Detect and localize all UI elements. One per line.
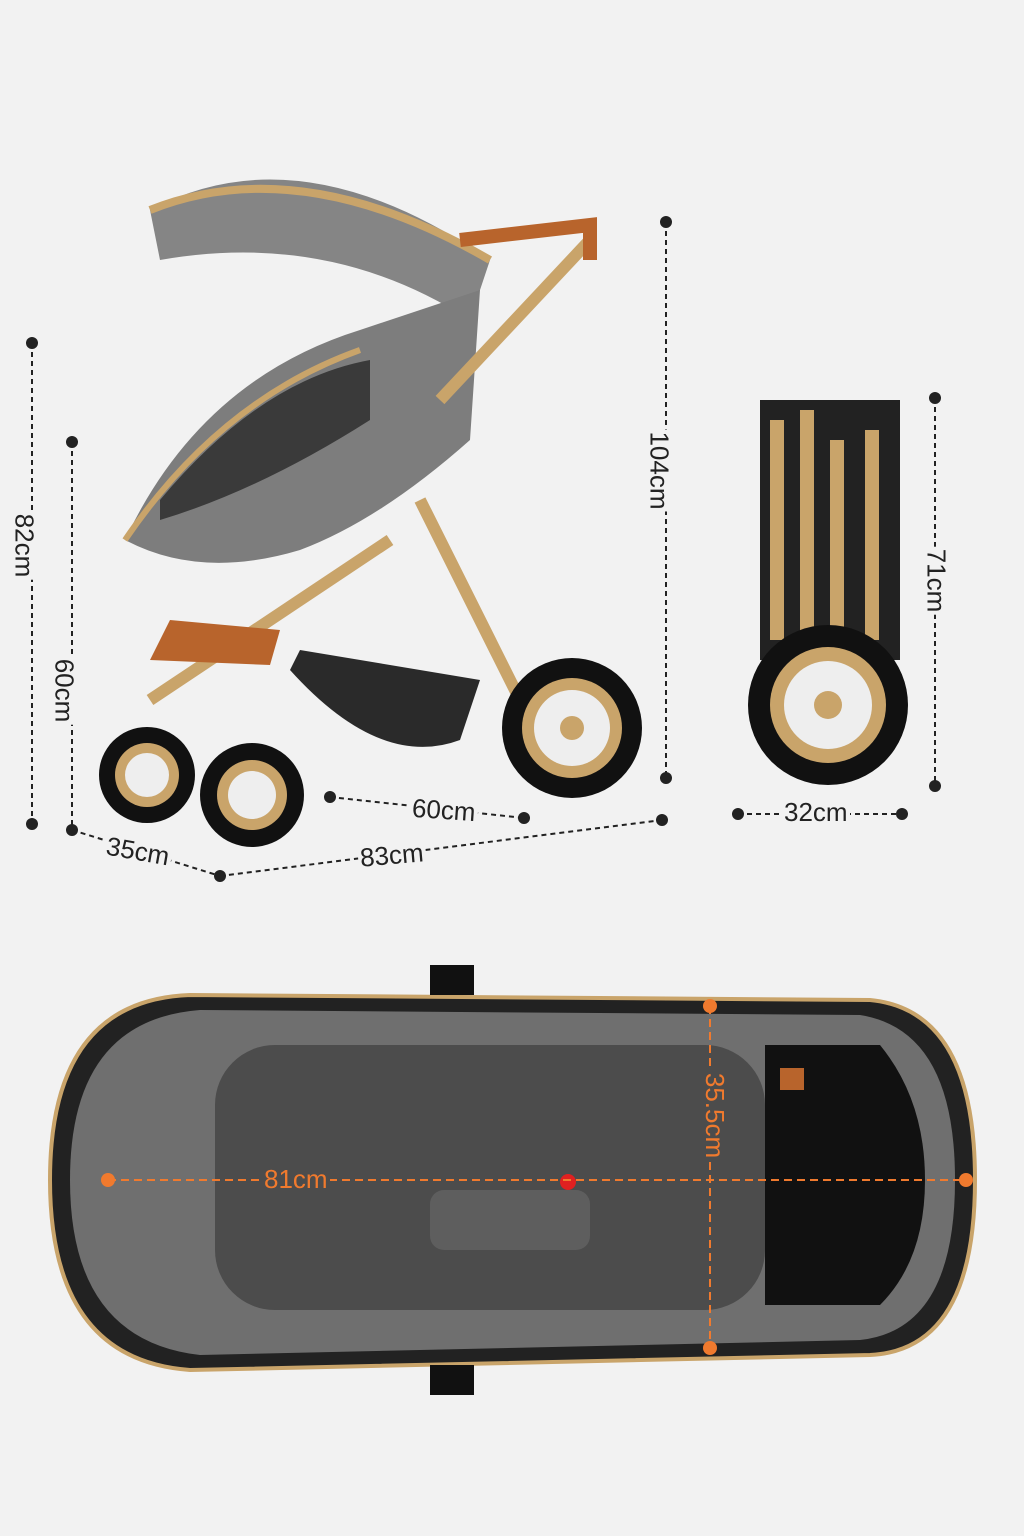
canopy [150, 179, 490, 320]
handlebar [459, 217, 597, 260]
handle-height-label: 104cm [643, 429, 675, 512]
folded-stroller [748, 400, 908, 785]
wheel-front-2 [200, 743, 304, 847]
seat-height-label: 60cm [48, 656, 80, 725]
width-label: 60cm [409, 792, 479, 829]
buckle-button [560, 1174, 576, 1190]
wheel-front-1 [99, 727, 195, 823]
wheel-rear [502, 658, 642, 798]
mattress [215, 1045, 765, 1310]
bassinet-length-label: 81cm [262, 1164, 330, 1195]
footrest [150, 620, 280, 665]
folded-height-label: 71cm [920, 546, 952, 615]
folded-width-label: 32cm [782, 797, 850, 828]
harness-pad [430, 1190, 590, 1250]
bassinet-width-label: 35.5cm [699, 1070, 731, 1161]
bassinet-top-view [47, 965, 978, 1395]
stroller-side-view [99, 179, 642, 847]
basket [290, 650, 480, 747]
total-length-label: 83cm [356, 837, 427, 874]
total-height-label: 82cm [8, 511, 40, 580]
